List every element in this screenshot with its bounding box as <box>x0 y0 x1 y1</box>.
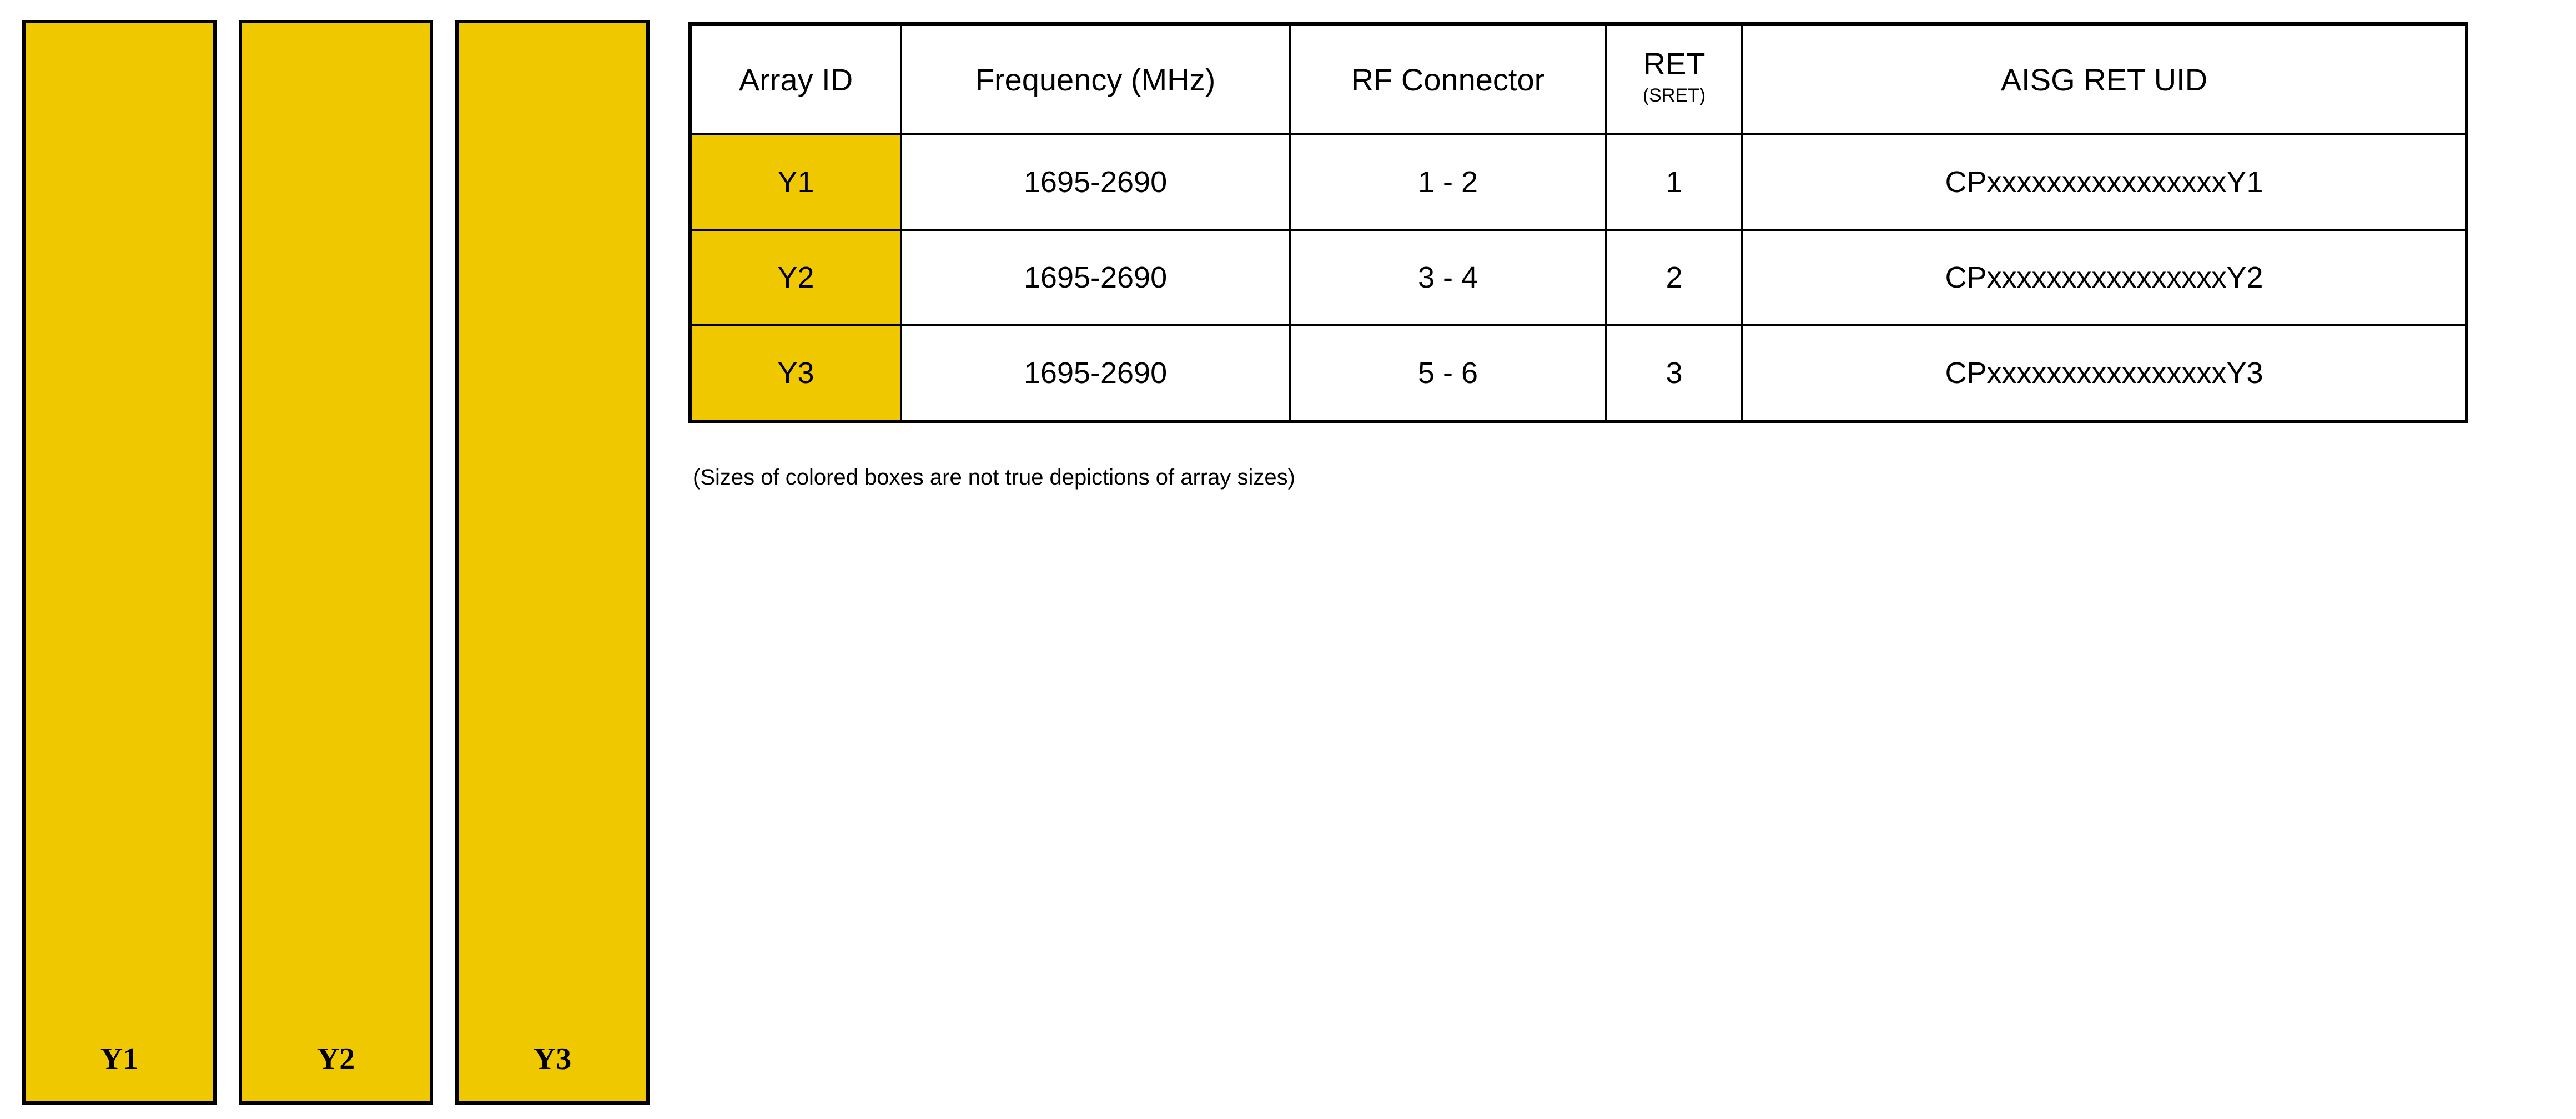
column-header-aisg-ret-uid: AISG RET UID <box>1741 23 2468 135</box>
array-box-y3: Y3 <box>455 20 650 1105</box>
column-header-ret-sub: (SRET) <box>1642 85 1706 107</box>
cell-array-id: Y3 <box>689 324 902 422</box>
cell-rf-connector: 5 - 6 <box>1289 324 1607 422</box>
cell-frequency: 1695-2690 <box>900 229 1291 326</box>
column-header-rf-connector: RF Connector <box>1289 23 1607 135</box>
cell-ret: 1 <box>1605 133 1743 231</box>
column-header-array-id: Array ID <box>689 23 902 135</box>
table-body: Y1 1695-2690 1 - 2 1 CPxxxxxxxxxxxxxxxxY… <box>689 133 2468 422</box>
cell-aisg-ret-uid: CPxxxxxxxxxxxxxxxxY3 <box>1741 324 2468 422</box>
array-box-y1: Y1 <box>22 20 217 1105</box>
column-header-frequency: Frequency (MHz) <box>900 23 1291 135</box>
table-row: Y2 1695-2690 3 - 4 2 CPxxxxxxxxxxxxxxxxY… <box>689 229 2468 326</box>
table-row: Y3 1695-2690 5 - 6 3 CPxxxxxxxxxxxxxxxxY… <box>689 324 2468 422</box>
array-spec-table: Array ID Frequency (MHz) RF Connector RE… <box>688 22 2468 423</box>
cell-aisg-ret-uid: CPxxxxxxxxxxxxxxxxY1 <box>1741 133 2468 231</box>
cell-ret: 3 <box>1605 324 1743 422</box>
column-header-ret: RET (SRET) <box>1605 23 1743 135</box>
cell-ret: 2 <box>1605 229 1743 326</box>
array-box-label: Y3 <box>533 1042 572 1076</box>
cell-rf-connector: 3 - 4 <box>1289 229 1607 326</box>
table-header: Array ID Frequency (MHz) RF Connector RE… <box>689 23 2468 135</box>
column-header-ret-main: RET <box>1643 46 1705 82</box>
array-box-label: Y2 <box>316 1042 355 1076</box>
spec-table-container: Array ID Frequency (MHz) RF Connector RE… <box>688 22 2468 423</box>
cell-aisg-ret-uid: CPxxxxxxxxxxxxxxxxY2 <box>1741 229 2468 326</box>
cell-rf-connector: 1 - 2 <box>1289 133 1607 231</box>
cell-array-id: Y2 <box>689 229 902 326</box>
table-header-row: Array ID Frequency (MHz) RF Connector RE… <box>689 23 2468 135</box>
cell-frequency: 1695-2690 <box>900 324 1291 422</box>
array-box-label: Y1 <box>100 1042 139 1076</box>
array-diagram: Y1 Y2 Y3 <box>0 0 683 1119</box>
array-box-y2: Y2 <box>239 20 433 1105</box>
cell-array-id: Y1 <box>689 133 902 231</box>
table-row: Y1 1695-2690 1 - 2 1 CPxxxxxxxxxxxxxxxxY… <box>689 133 2468 231</box>
table-footnote: (Sizes of colored boxes are not true dep… <box>693 465 1295 490</box>
cell-frequency: 1695-2690 <box>900 133 1291 231</box>
